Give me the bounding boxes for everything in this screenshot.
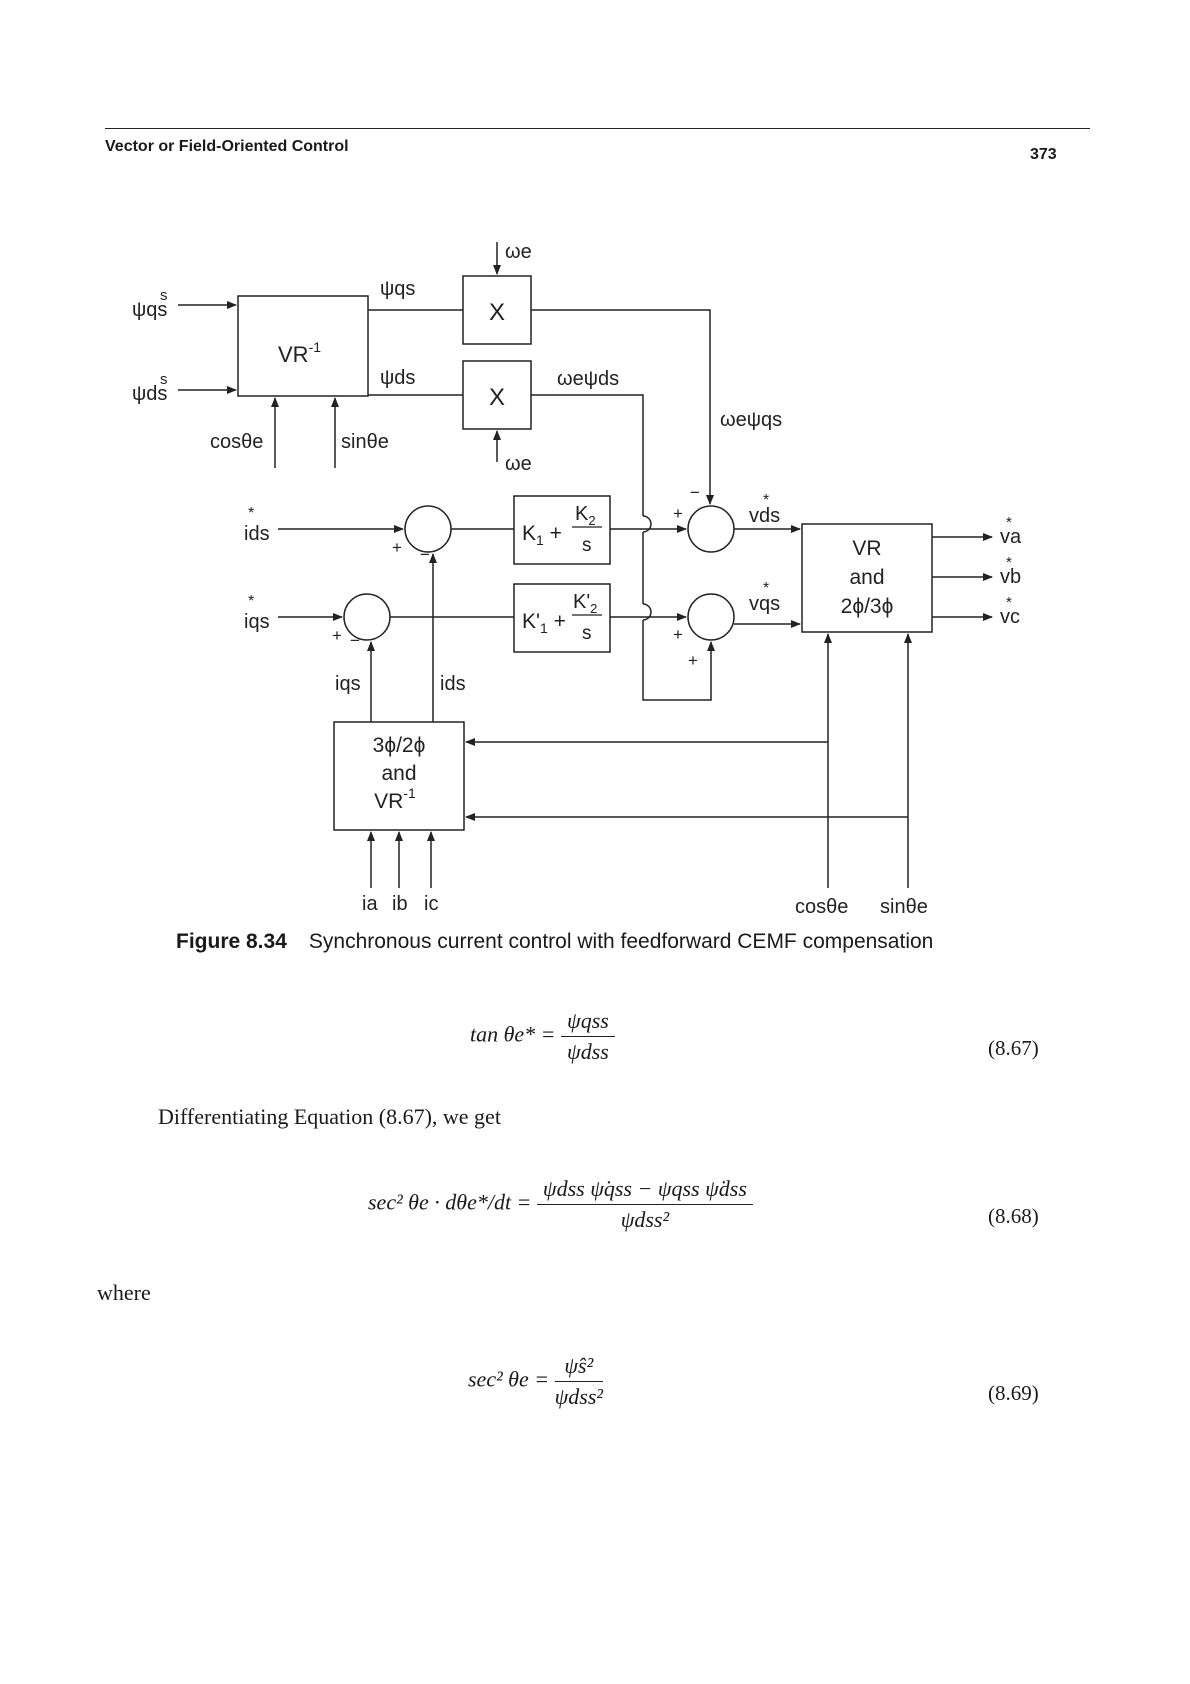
svg-text:iqs: iqs <box>335 673 361 695</box>
svg-text:*: * <box>248 505 254 522</box>
svg-text:*: * <box>1006 554 1012 571</box>
svg-text:ids: ids <box>244 523 270 545</box>
figure-caption: Figure 8.34 Synchronous current control w… <box>176 930 933 954</box>
svg-text:+: + <box>673 504 683 523</box>
svg-text:*: * <box>763 492 769 509</box>
svg-text:s: s <box>582 623 592 644</box>
vr-inverse-block <box>237 295 369 397</box>
paragraph-where: where <box>97 1280 151 1305</box>
svg-text:ωeψds: ωeψds <box>557 368 619 390</box>
svg-text:+: + <box>332 626 342 645</box>
svg-text:−: − <box>350 631 360 650</box>
figure-number: Figure 8.34 <box>176 930 287 953</box>
svg-text:−: − <box>690 483 700 502</box>
svg-text:va: va <box>1000 526 1022 548</box>
svg-text:*: * <box>1006 594 1012 611</box>
running-head: Vector or Field-Oriented Control <box>105 138 349 155</box>
page-number: 373 <box>1030 146 1057 163</box>
svg-text:*: * <box>763 580 769 597</box>
multiplier-label-1: X <box>489 299 505 326</box>
sum-junction-vds <box>687 505 735 553</box>
paragraph-differentiating: Differentiating Equation (8.67), we get <box>158 1104 501 1129</box>
svg-text:vds: vds <box>749 505 780 527</box>
svg-text:ψds: ψds <box>132 383 167 405</box>
svg-text:and: and <box>381 762 416 785</box>
svg-text:VR-1: VR-1 <box>278 339 321 367</box>
vr-2to3-block <box>801 523 933 633</box>
svg-text:VR: VR <box>852 537 881 560</box>
svg-text:VR-1: VR-1 <box>374 785 416 813</box>
svg-text:K1 +: K1 + <box>522 522 562 548</box>
header-rule <box>105 128 1090 129</box>
svg-text:2ϕ/3ϕ: 2ϕ/3ϕ <box>841 595 894 618</box>
equation-number-8-67: (8.67) <box>988 1036 1039 1060</box>
sum-junction-vqs <box>687 593 735 641</box>
equation-8-68: sec² θe · dθe*/dt = ψdss ψ̇qss − ψqss ψ̇… <box>368 1176 753 1233</box>
svg-text:+: + <box>673 625 683 644</box>
svg-text:vb: vb <box>1000 566 1021 588</box>
svg-text:−: − <box>420 545 430 564</box>
svg-text:ids: ids <box>440 673 466 695</box>
svg-text:K'1 +: K'1 + <box>522 610 566 636</box>
svg-text:sinθe: sinθe <box>880 896 928 918</box>
svg-text:vc: vc <box>1000 606 1020 628</box>
svg-text:iqs: iqs <box>244 611 270 633</box>
equation-number-8-68: (8.68) <box>988 1204 1039 1228</box>
svg-text:ψqs: ψqs <box>380 278 415 300</box>
svg-text:ψds: ψds <box>380 367 415 389</box>
svg-text:ωeψqs: ωeψqs <box>720 409 782 431</box>
svg-text:ib: ib <box>392 893 408 915</box>
svg-text:+: + <box>392 538 402 557</box>
svg-text:cosθe: cosθe <box>795 896 848 918</box>
svg-text:ψqs: ψqs <box>132 299 167 321</box>
svg-text:and: and <box>849 566 884 589</box>
svg-text:3ϕ/2ϕ: 3ϕ/2ϕ <box>373 734 426 757</box>
pi-block-d <box>513 495 611 565</box>
svg-text:sinθe: sinθe <box>341 431 389 453</box>
converter-3to2-block <box>333 721 465 831</box>
svg-text:ωe: ωe <box>505 453 532 475</box>
svg-text:*: * <box>1006 514 1012 531</box>
svg-text:+: + <box>688 651 698 670</box>
svg-text:ωe: ωe <box>505 241 532 263</box>
svg-text:ic: ic <box>424 893 438 915</box>
block-diagram: VR-1 X X K1 + K2 s K'1 + K'2 s VR and 2ϕ… <box>132 241 1022 918</box>
svg-text:s: s <box>582 535 592 556</box>
svg-text:s: s <box>160 287 168 304</box>
svg-text:K'2: K'2 <box>573 591 597 616</box>
pi-block-q <box>513 583 611 653</box>
svg-text:vqs: vqs <box>749 593 780 615</box>
equation-number-8-69: (8.69) <box>988 1381 1039 1405</box>
multiplier-label-2: X <box>489 384 505 411</box>
svg-text:s: s <box>160 371 168 388</box>
svg-text:*: * <box>248 593 254 610</box>
svg-text:ia: ia <box>362 893 378 915</box>
svg-text:K2: K2 <box>575 503 596 528</box>
figure-caption-text: Synchronous current control with feedfor… <box>308 930 934 953</box>
svg-text:cosθe: cosθe <box>210 431 263 453</box>
